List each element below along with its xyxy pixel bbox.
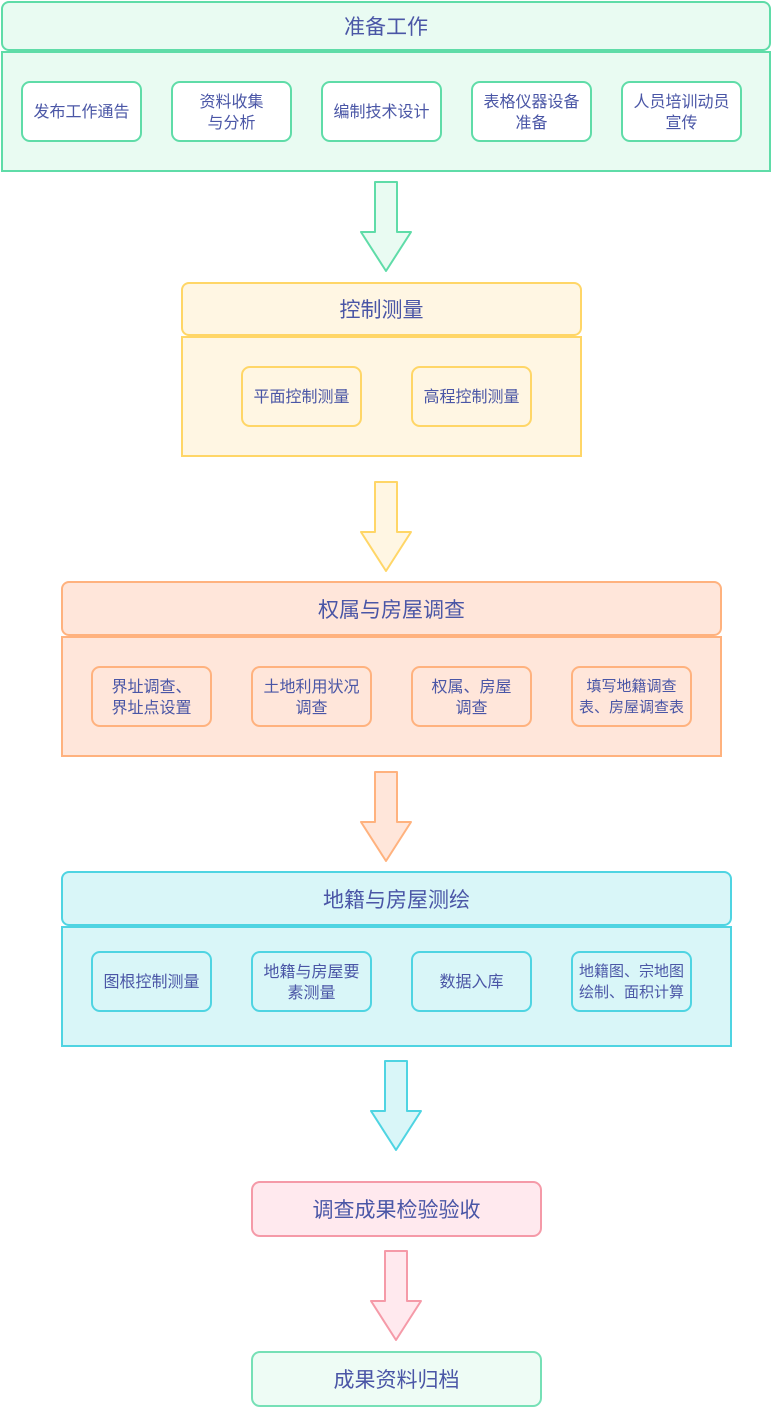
section-title: 权属与房屋调查 [318, 597, 465, 622]
step-acceptance-inspection: 调查成果检验验收 [251, 1181, 542, 1237]
section-header-ownership-survey: 权属与房屋调查 [61, 581, 722, 636]
step-item: 资料收集 与分析 [171, 81, 292, 142]
step-item: 表格仪器设备 准备 [471, 81, 592, 142]
step-item: 人员培训动员 宣传 [621, 81, 742, 142]
section-header-cadastral-mapping: 地籍与房屋测绘 [61, 871, 732, 926]
section-title: 准备工作 [344, 15, 428, 39]
step-archive-results: 成果资料归档 [251, 1351, 542, 1407]
step-item: 权属、房屋 调查 [411, 666, 532, 727]
section-header-preparation: 准备工作 [1, 1, 771, 51]
step-item: 高程控制测量 [411, 366, 532, 427]
step-item: 图根控制测量 [91, 951, 212, 1012]
flow-arrow-down-icon [360, 181, 412, 272]
step-item: 编制技术设计 [321, 81, 442, 142]
step-label: 成果资料归档 [333, 1368, 460, 1392]
step-item: 数据入库 [411, 951, 532, 1012]
step-item: 地籍图、宗地图 绘制、面积计算 [571, 951, 692, 1012]
flow-arrow-down-icon [370, 1060, 422, 1151]
flow-arrow-down-icon [360, 771, 412, 862]
section-header-control-survey: 控制测量 [181, 282, 582, 336]
step-item: 发布工作通告 [21, 81, 142, 142]
flow-arrow-down-icon [360, 481, 412, 572]
step-item: 地籍与房屋要 素测量 [251, 951, 372, 1012]
step-item: 填写地籍调查 表、房屋调查表 [571, 666, 692, 727]
step-item: 界址调查、 界址点设置 [91, 666, 212, 727]
step-item: 土地利用状况 调查 [251, 666, 372, 727]
section-title: 控制测量 [339, 298, 424, 322]
step-item: 平面控制测量 [241, 366, 362, 427]
section-title: 地籍与房屋测绘 [323, 887, 470, 912]
step-label: 调查成果检验验收 [312, 1198, 481, 1222]
flow-arrow-down-icon [370, 1250, 422, 1341]
